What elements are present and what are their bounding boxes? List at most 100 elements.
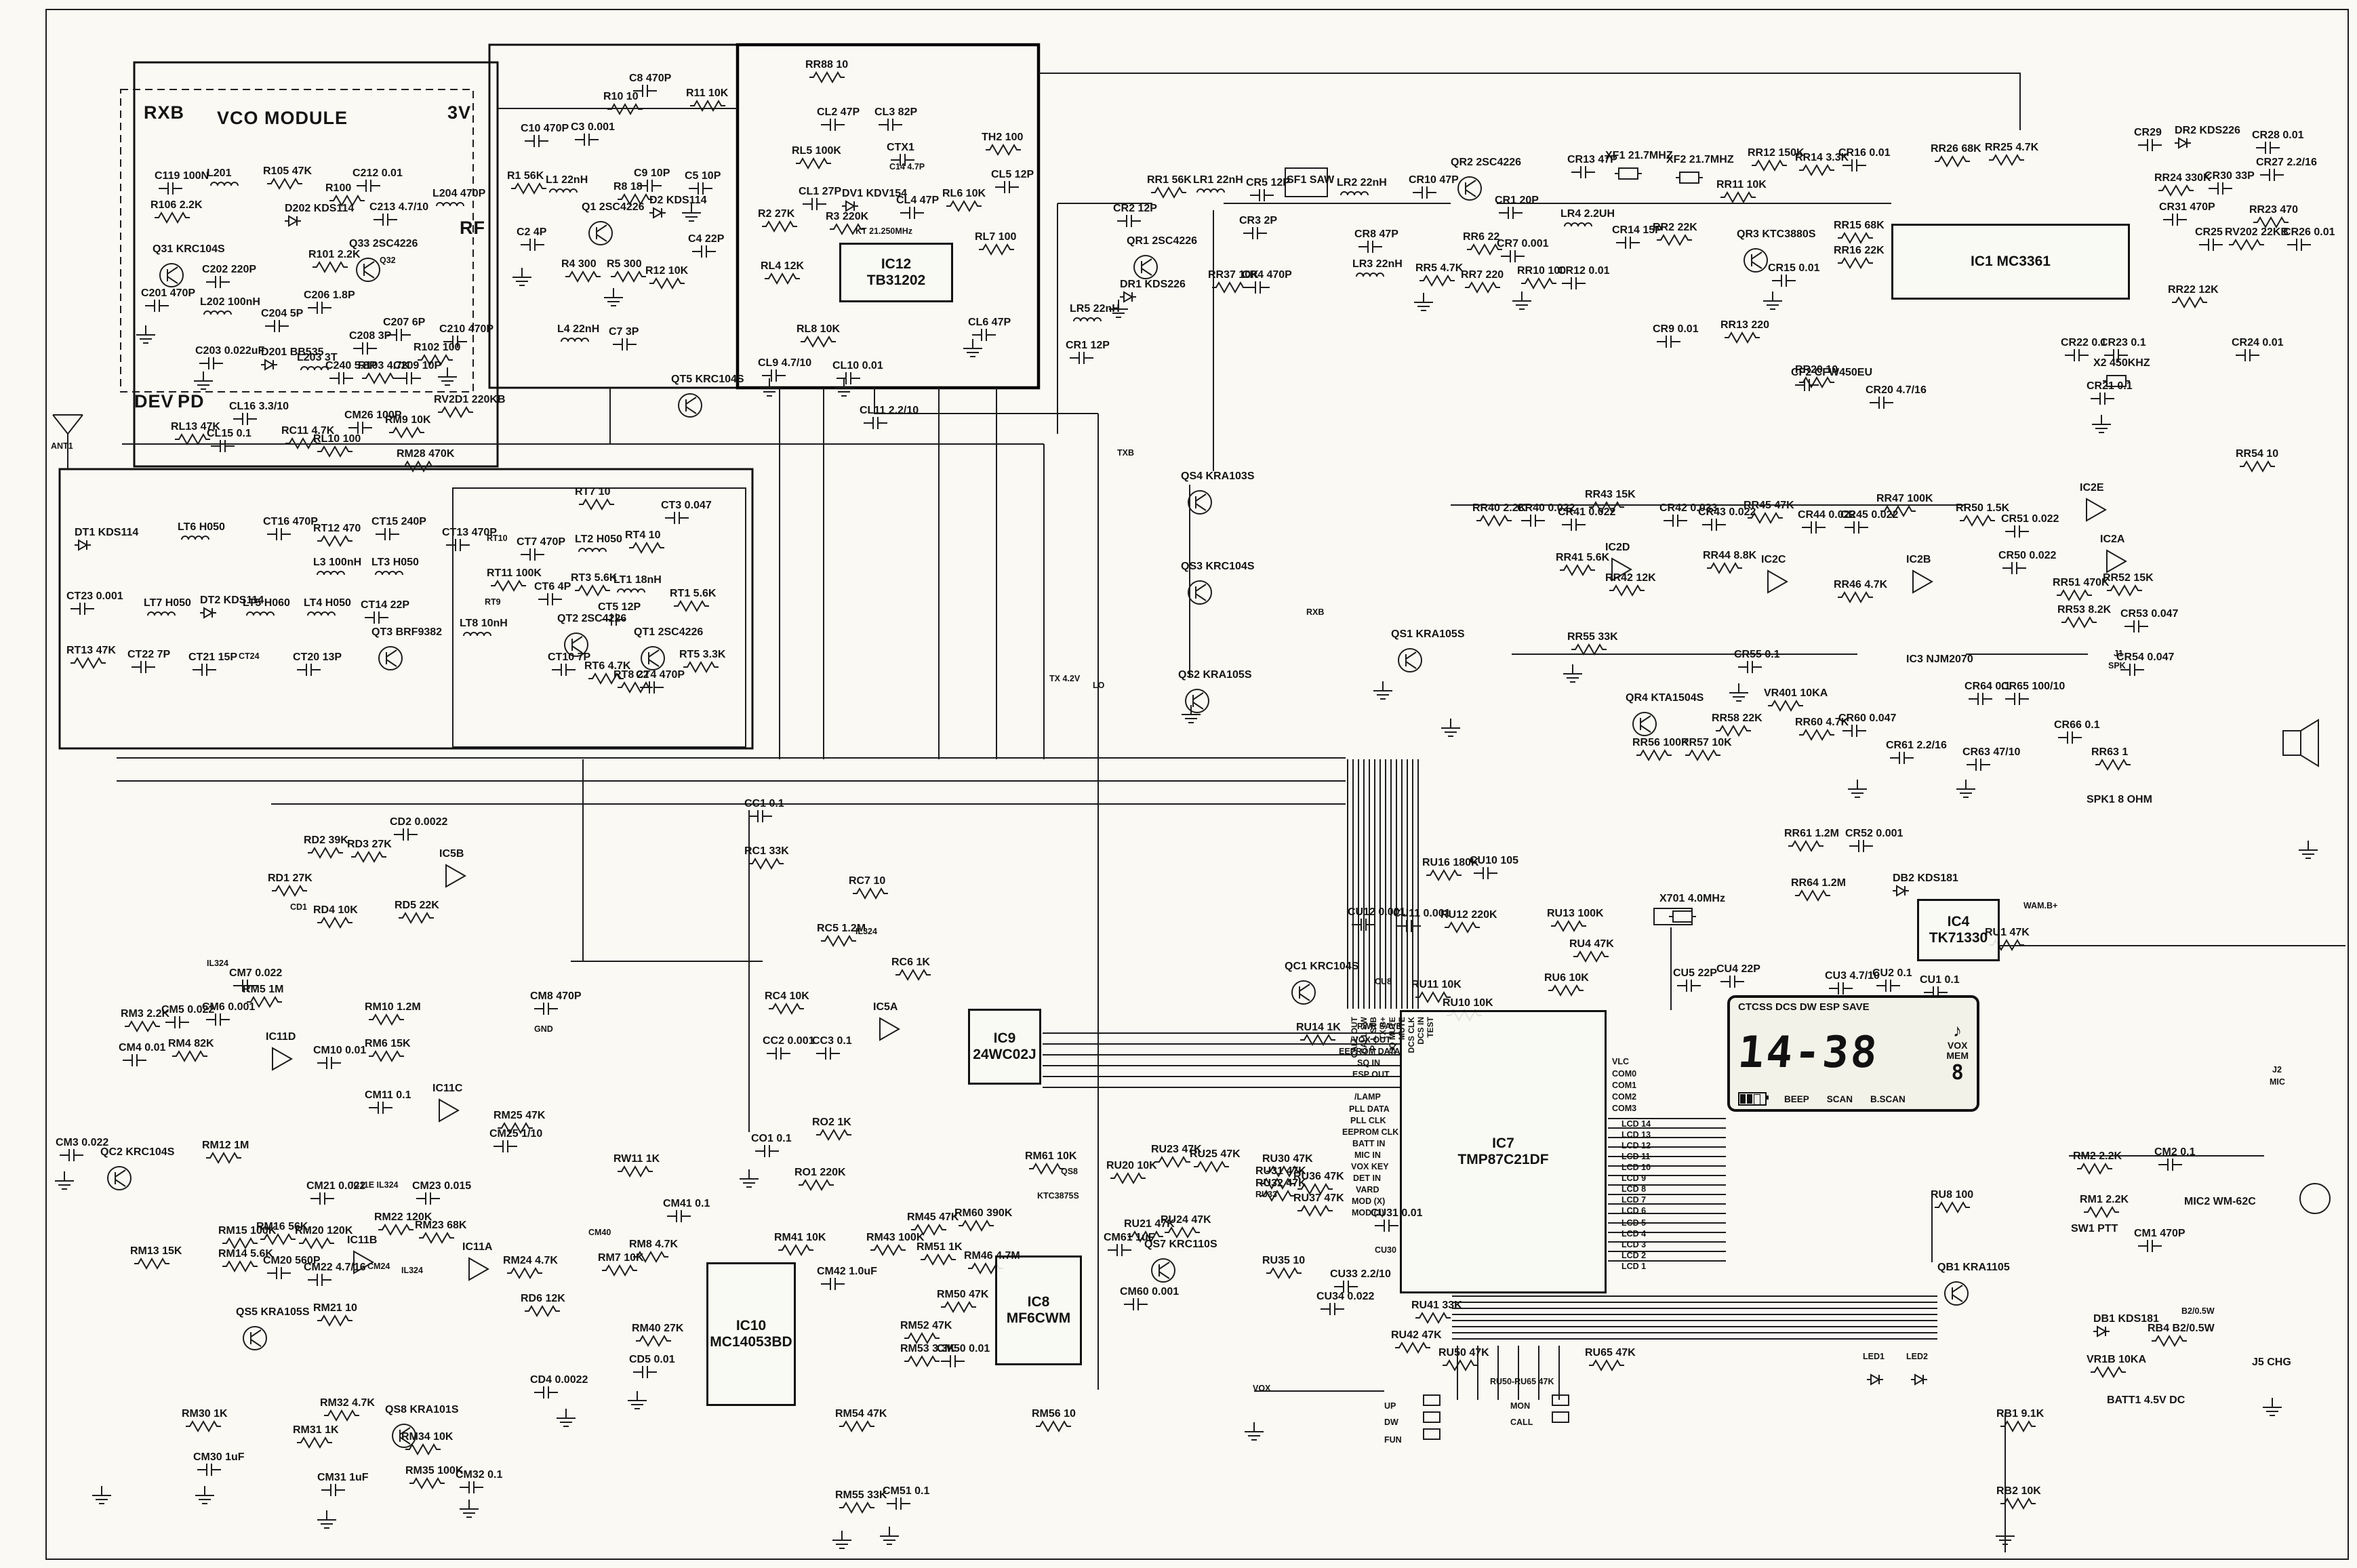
- component-label: QS5 KRA105S: [236, 1306, 310, 1318]
- component-label: IC11A: [462, 1241, 493, 1253]
- component-label: RB2 10K: [1996, 1485, 2041, 1497]
- component-label: RR46 4.7K: [1834, 579, 1888, 590]
- component-label: RT11 100K: [487, 567, 542, 579]
- component-label: CU33 2.2/10: [1330, 1268, 1391, 1280]
- lcd-display: CTCSS DCS DW ESP SAVE 14-38 ♪ VOX MEM 8 …: [1727, 995, 1979, 1112]
- component-label: CR27 2.2/16: [2256, 157, 2317, 168]
- component-label: CL1 27P: [799, 186, 842, 197]
- component-label: CM5 0.022: [161, 1004, 215, 1016]
- pin-label: FUN: [1384, 1435, 1402, 1445]
- component-label: RC7 10: [849, 875, 886, 887]
- component-label: IC11B: [347, 1234, 378, 1246]
- component-label: DR2 KDS226: [2175, 125, 2240, 136]
- component-label: RU25 47K: [1190, 1148, 1241, 1160]
- component-label: CR8 47P: [1354, 228, 1398, 240]
- component-label: CL11 2.2/10: [860, 405, 919, 416]
- pin-label: PWR SAVE: [1357, 1022, 1402, 1031]
- component-label: L4 22nH: [557, 323, 600, 335]
- pin-label: LCD 7: [1621, 1195, 1647, 1205]
- component-label: D2 KDS114: [649, 195, 707, 206]
- component-label: RM41 10K: [774, 1232, 826, 1243]
- component-label: CR25: [2195, 226, 2223, 238]
- component-label: RR63 1: [2091, 746, 2129, 758]
- component-label: RM55 33K: [835, 1489, 887, 1501]
- component-label: C203 0.022uF: [195, 345, 265, 357]
- component-label: IC5A: [873, 1001, 898, 1013]
- pin-label: /LAMP: [1354, 1092, 1381, 1102]
- component-label: CR61 2.2/16: [1886, 740, 1947, 751]
- component-label: CT14 22P: [361, 599, 410, 611]
- component-label: RU23 47K: [1151, 1144, 1202, 1155]
- pin-label: CM40: [588, 1228, 611, 1237]
- component-label: CR22 0.1: [2061, 337, 2107, 348]
- component-label: CR66 0.1: [2054, 719, 2100, 731]
- component-label: RR58 22K: [1712, 712, 1762, 724]
- component-label: VR1B 10KA: [2087, 1354, 2147, 1365]
- component-label: CM10 0.01: [313, 1045, 367, 1056]
- component-label: QS3 KRC104S: [1181, 561, 1255, 572]
- component-label: CL9 4.7/10: [758, 357, 812, 369]
- component-label: SF1 SAW: [1287, 174, 1335, 186]
- component-label: CM41 0.1: [663, 1198, 710, 1209]
- component-label: RM32 4.7K: [320, 1397, 375, 1409]
- component-label: CR14 15P: [1612, 224, 1662, 236]
- component-label: IC2D: [1605, 542, 1630, 553]
- component-label: QS8 KRA101S: [385, 1404, 459, 1415]
- component-label: RM23 68K: [415, 1220, 467, 1231]
- component-label: RR37 10K: [1208, 269, 1259, 281]
- component-label: CT23 0.001: [66, 590, 123, 602]
- component-label: TH2 100: [982, 132, 1024, 143]
- pin-label: SPK: [2108, 661, 2126, 670]
- pin-label: DCS CLK: [1407, 1017, 1416, 1053]
- pin-label: DET IN: [1353, 1173, 1381, 1183]
- pin-label: IL324: [207, 959, 228, 968]
- component-label: RR5 4.7K: [1415, 262, 1464, 274]
- component-label: X2 450KHZ: [2093, 357, 2150, 369]
- component-label: CR53 0.047: [2120, 608, 2179, 620]
- component-label: CM30 1uF: [193, 1451, 245, 1463]
- component-label: DT2 KDS114: [200, 595, 264, 606]
- component-label: CT16 470P: [263, 516, 318, 527]
- component-label: RR52 15K: [2103, 572, 2154, 584]
- component-label: RU30 47K: [1262, 1153, 1313, 1165]
- pin-label: TX 4.2V: [1049, 674, 1081, 683]
- component-label: RR53 8.2K: [2057, 604, 2112, 616]
- pin-label: KTC3875S: [1037, 1191, 1079, 1201]
- component-label: RM24 4.7K: [503, 1255, 558, 1266]
- component-label: CR20 4.7/16: [1866, 384, 1927, 396]
- component-label: R5 300: [607, 258, 642, 270]
- component-label: CC3 0.1: [812, 1035, 852, 1047]
- component-label: RC11 4.7K: [281, 425, 335, 437]
- component-label: RM8 4.7K: [629, 1239, 679, 1250]
- component-label: LT6 H050: [178, 521, 225, 533]
- component-label: CT3 0.047: [661, 500, 712, 511]
- component-label: CL5 12P: [991, 169, 1034, 180]
- component-label: RM30 1K: [182, 1408, 228, 1420]
- component-label: R2 27K: [758, 208, 795, 220]
- component-label: CTX1: [887, 142, 914, 153]
- component-label: IC11C: [432, 1083, 463, 1094]
- ic-box: IC7 TMP87C21DF: [1400, 1010, 1607, 1293]
- component-label: CR51 0.022: [2001, 513, 2059, 525]
- pin-label: J1: [2114, 649, 2123, 658]
- component-label: RM35 100K: [405, 1465, 464, 1476]
- pin-label: LCD 3: [1621, 1240, 1647, 1249]
- component-label: CR1 12P: [1066, 340, 1110, 351]
- component-label: QC1 KRC104S: [1285, 961, 1359, 972]
- component-label: RU50 47K: [1438, 1347, 1489, 1359]
- component-label: RM46 4.7M: [964, 1250, 1020, 1262]
- component-label: CR41 0.022: [1558, 506, 1616, 518]
- component-label: RR47 100K: [1876, 493, 1933, 504]
- component-label: LR5 22nH: [1070, 303, 1120, 315]
- pin-label: IL324: [855, 927, 877, 936]
- component-label: CM61 1uF: [1104, 1232, 1155, 1243]
- component-label: RR7 220: [1461, 269, 1504, 281]
- component-label: CR29: [2134, 127, 2162, 138]
- component-label: RR42 12K: [1605, 572, 1656, 584]
- pin-label: LED2: [1906, 1352, 1928, 1361]
- component-label: C7 3P: [609, 326, 639, 338]
- component-label: CL2 47P: [817, 106, 860, 118]
- component-label: C208 3P: [349, 330, 392, 342]
- component-label: C5 10P: [685, 170, 721, 182]
